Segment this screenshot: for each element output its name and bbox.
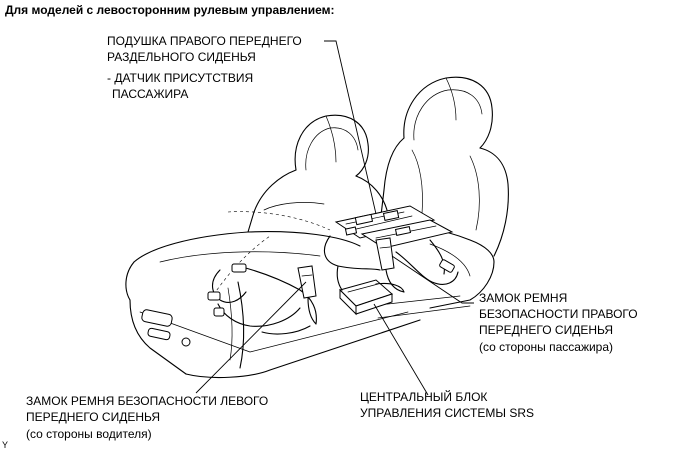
corner-mark: Y bbox=[2, 440, 9, 450]
left-wiring-harness bbox=[207, 263, 317, 335]
right-buckle-label-line1: ЗАМОК РЕМНЯ bbox=[479, 291, 568, 305]
sensor-pad-label-line1: ПОДУШКА ПРАВОГО ПЕРЕДНЕГО bbox=[107, 34, 302, 48]
srs-ecu-label-line1: ЦЕНТРАЛЬНЫЙ БЛОК bbox=[360, 390, 488, 404]
right-buckle-label-line2: БЕЗОПАСНОСТИ ПРАВОГО bbox=[479, 307, 638, 321]
right-buckle-label-line3: ПЕРЕДНЕГО СИДЕНЬЯ bbox=[479, 323, 614, 337]
occupant-sensor-label-line2: ПАССАЖИРА bbox=[112, 87, 189, 101]
diagram-header: Для моделей с левосторонним рулевым упра… bbox=[5, 3, 335, 17]
sensor-pad-label-line2: РАЗДЕЛЬНОГО СИДЕНЬЯ bbox=[107, 50, 256, 64]
srs-ecu-label-line2: УПРАВЛЕНИЯ СИСТЕМЫ SRS bbox=[360, 406, 535, 420]
right-buckle-label-line4: (со стороны пассажира) bbox=[479, 340, 614, 354]
left-buckle-label-line3: (со стороны водителя) bbox=[26, 427, 152, 441]
left-buckle-label-line1: ЗАМОК РЕМНЯ БЕЗОПАСНОСТИ ЛЕВОГО bbox=[26, 394, 269, 408]
right-wiring-harness bbox=[323, 205, 459, 316]
left-seat-drawing bbox=[125, 114, 471, 379]
occupant-sensor-label-line1: - ДАТЧИК ПРИСУТСТВИЯ bbox=[107, 71, 254, 85]
leader-lines bbox=[195, 40, 474, 396]
left-buckle-label-line2: ПЕРЕДНЕГО СИДЕНЬЯ bbox=[26, 410, 161, 424]
